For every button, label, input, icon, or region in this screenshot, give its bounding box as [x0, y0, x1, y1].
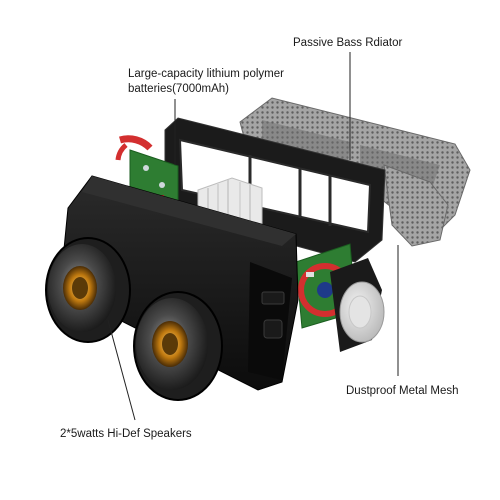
inner-housing — [164, 117, 386, 263]
leader-lines — [107, 52, 399, 421]
speaker-front-body — [59, 175, 299, 391]
label-battery: Large-capacity lithium polymer batteries… — [128, 67, 284, 97]
label-speakers: 2*5watts Hi-Def Speakers — [60, 428, 192, 440]
label-dustproof-mesh: Dustproof Metal Mesh — [346, 385, 459, 397]
label-passive-bass-radiator: Passive Bass Rdiator — [293, 37, 403, 49]
dustproof-metal-mesh — [383, 164, 449, 247]
label-battery-line2: batteries(7000mAh) — [128, 83, 229, 95]
end-cap-radiator — [330, 258, 385, 352]
leader-line-speakers — [107, 319, 136, 421]
speaker-driver-right — [133, 291, 223, 401]
speaker-driver-left — [45, 237, 131, 343]
label-battery-line1: Large-capacity lithium polymer — [128, 68, 284, 80]
